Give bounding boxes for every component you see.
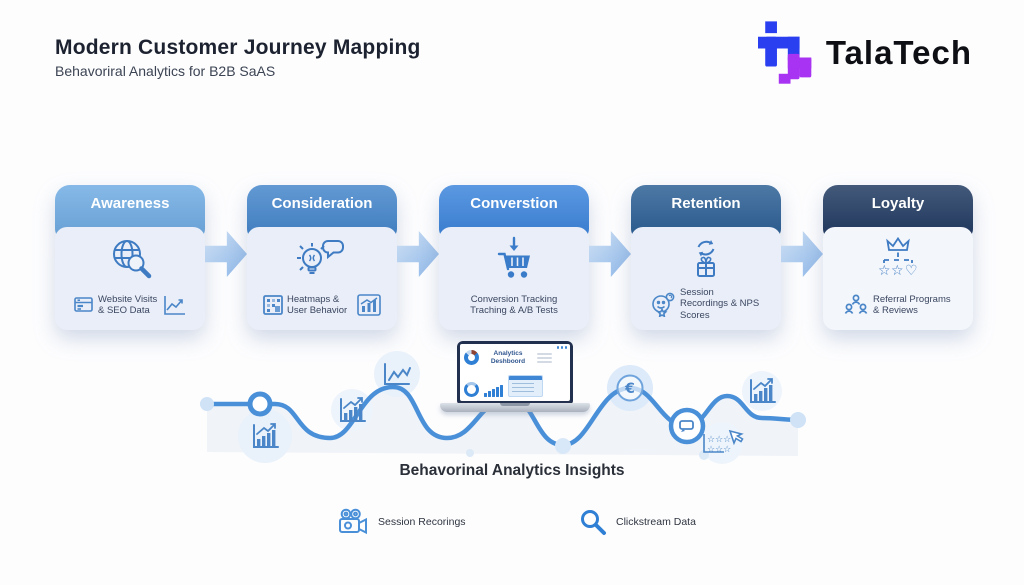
wave-start-dot [200,397,214,411]
page-title: Modern Customer Journey Mapping [55,36,421,59]
stage-consideration: Consideration [247,185,397,330]
donut-chart-icon [464,350,479,366]
lightbulb-chat-icon [247,235,397,285]
wave-dot [555,438,571,454]
bar-chart-icon [484,385,503,397]
stage-converstion: Converstion [439,185,589,330]
stage-label: Converstion [470,195,558,212]
stage-caption: Conversion Tracking Traching & A/B Tests [470,293,558,316]
page-subtitle: Behavoriral Analytics for B2B SaAS [55,63,276,79]
brand-logo-text: TalaTech [825,34,972,71]
laptop-base [440,403,590,412]
svg-text:€: € [624,381,635,397]
wave-node [247,391,273,417]
halo [742,371,782,411]
flow-arrow-icon [205,231,247,277]
wave-end-dot [790,412,806,428]
stats-panel [507,375,543,397]
stage-label: Retention [671,195,741,212]
stage-loyalty: Loyalty ☆ ☆ ♡ [823,185,973,330]
halo [607,365,653,411]
referral-people-icon [844,294,868,314]
stage-label: Awareness [90,195,170,212]
heatmap-icon [263,295,283,315]
analytics-laptop: Analytics Deshboord [440,341,590,412]
screen-dots [556,346,567,349]
talatech-logo-icon [757,21,812,84]
text-lines [537,352,552,363]
browser-window-icon [74,297,93,312]
stage-retention: Retention [631,185,781,330]
bar-chart-box-icon [357,294,381,316]
svg-text:☆☆☆: ☆☆☆ [707,445,731,455]
brand-logo: TalaTech [757,20,972,86]
deco-dot [466,449,474,457]
deco-dot [699,450,709,460]
legend-label: Session Recorings [378,515,466,528]
halo [331,389,373,431]
globe-search-icon [55,235,205,285]
refresh-gift-icon [631,235,781,287]
trend-chart-icon [164,296,185,315]
flow-arrow-icon [397,231,439,277]
journey-stages-row: Awareness [55,185,973,330]
halo [701,422,743,464]
legend-session-recordings: Session Recorings [337,508,466,535]
ratings-click-icon: ☆☆☆ ☆☆☆ [703,429,744,455]
cart-checkout-icon [439,235,589,287]
stage-caption: Website Visits & SEO Data [98,293,158,316]
laptop-screen: Analytics Deshboord [457,341,573,404]
flow-arrow-icon [781,231,823,277]
magnifier-icon [581,510,606,535]
flow-arrow-icon [589,231,631,277]
bar-chart-icon [340,397,366,422]
chat-node-icon [668,407,706,445]
insights-title: Behavorinal Analytics Insights [399,462,625,479]
euro-icon: € [616,374,644,402]
halo [374,351,420,397]
donut-chart-icon [464,382,479,397]
svg-text:☆: ☆ [878,263,891,279]
crown-ratings-icon: ☆ ☆ ♡ [823,235,973,285]
svg-text:☆☆☆: ☆☆☆ [707,435,731,445]
stage-label: Consideration [271,195,373,212]
stage-caption: Referral Programs & Reviews [873,293,951,316]
video-camera-icon [339,508,367,535]
legend-label: Clickstream Data [616,516,696,528]
bar-chart-icon [750,378,776,403]
stage-caption: Session Recordings & NPS Scores [680,286,760,321]
line-chart-icon [384,363,411,385]
stage-label: Loyalty [871,195,925,212]
legend-clickstream-data: Clickstream Data [579,508,696,536]
dashboard-title: Analytics Deshboord [490,350,526,365]
svg-text:♡: ♡ [905,263,918,279]
halo [238,409,292,463]
smiley-nps-icon [652,292,675,317]
bar-chart-icon [253,423,279,448]
svg-text:☆: ☆ [891,263,904,279]
stage-awareness: Awareness [55,185,205,330]
stage-caption: Heatmaps & User Behavior [287,293,348,316]
